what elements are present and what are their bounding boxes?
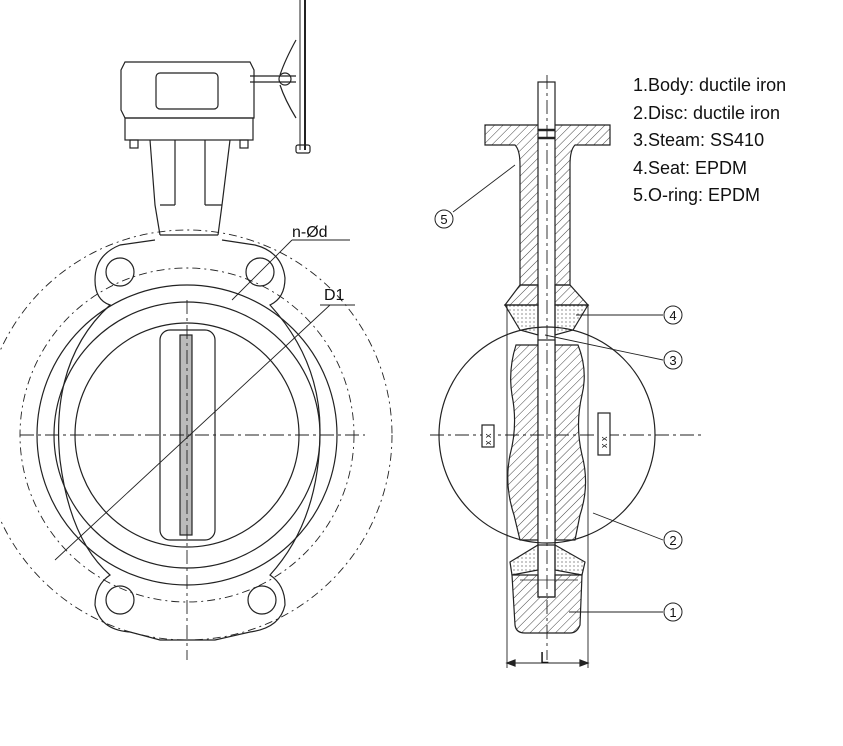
dimension-d1: D1 bbox=[324, 287, 345, 304]
callout-5: 5 bbox=[434, 209, 454, 229]
callout-leaders bbox=[452, 164, 664, 613]
svg-text:1: 1 bbox=[669, 605, 676, 620]
svg-text:5: 5 bbox=[440, 212, 447, 227]
body-outline bbox=[57, 239, 321, 641]
svg-text:2: 2 bbox=[669, 533, 676, 548]
legend-item-disc: 2.Disc: ductile iron bbox=[633, 102, 781, 123]
callout-1: 1 bbox=[663, 602, 683, 622]
legend-item-stem: 3.Steam: SS410 bbox=[633, 130, 765, 150]
legend-item-body: 1.Body: ductile iron bbox=[633, 75, 787, 95]
handwheel bbox=[250, 0, 311, 154]
parts-legend: 1.Body: ductile iron 2.Disc: ductile iro… bbox=[633, 72, 786, 210]
disc-mark-left bbox=[481, 424, 495, 448]
seat-upper-right bbox=[554, 304, 590, 336]
svg-text:3: 3 bbox=[669, 353, 676, 368]
disc-mark-left-text: x x bbox=[483, 433, 493, 445]
bolt-hole-bottom-right bbox=[247, 585, 277, 615]
neck bbox=[149, 139, 231, 236]
gearbox bbox=[120, 61, 255, 149]
bolt-hole-bottom-left bbox=[105, 585, 135, 615]
legend-item-o-ring: 5.O-ring: EPDM bbox=[633, 185, 761, 205]
flange-circle-dashed bbox=[0, 229, 393, 641]
dimension-n-od: n-Ød bbox=[292, 224, 328, 241]
bolt-hole-top-right bbox=[245, 257, 275, 287]
svg-text:4: 4 bbox=[669, 308, 676, 323]
bolt-hole-top-left bbox=[105, 257, 135, 287]
disc-mark-right-text: x x bbox=[599, 436, 609, 448]
disc-mark-right bbox=[597, 412, 611, 456]
section-view bbox=[430, 75, 705, 668]
callout-3: 3 bbox=[663, 350, 683, 370]
callout-2: 2 bbox=[663, 530, 683, 550]
legend-item-seat: 4.Seat: EPDM bbox=[633, 157, 748, 178]
front-view bbox=[0, 0, 393, 660]
callout-4: 4 bbox=[663, 305, 683, 325]
dimension-l: L bbox=[540, 650, 549, 667]
